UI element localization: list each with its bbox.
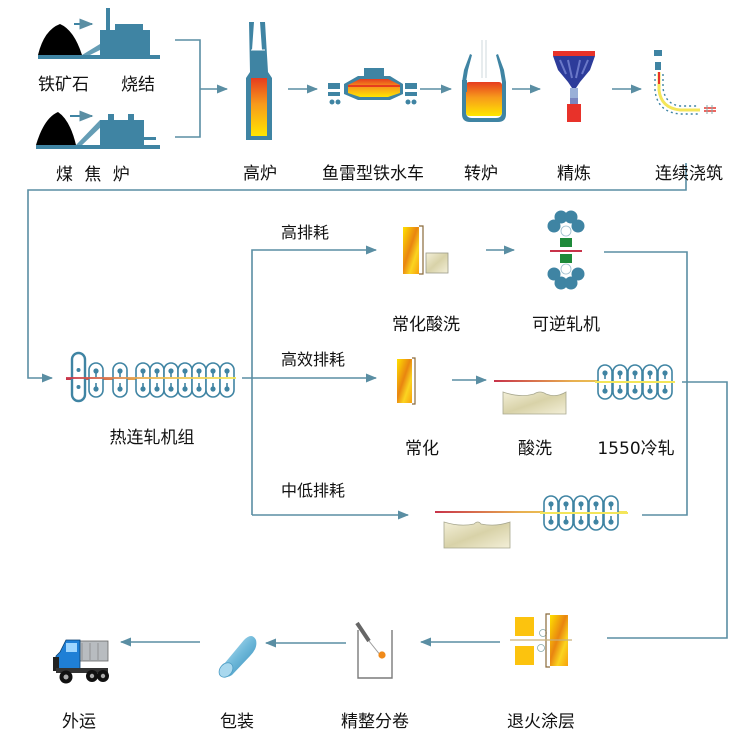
normalizing-icon [393, 357, 441, 405]
label-normalizing-pickling: 常化酸洗 [392, 315, 460, 335]
flow-return-line [27, 163, 687, 383]
label-torpedo-car: 鱼雷型铁水车 [322, 164, 424, 184]
continuous-casting-icon [654, 50, 716, 115]
torpedo-car-icon [328, 68, 417, 105]
reversing-mill-icon [547, 210, 585, 290]
pickling-tandem-mill-icon [435, 495, 628, 549]
flow-arrow-high [251, 245, 378, 515]
refining-vessel-icon [553, 51, 595, 122]
iron-ore-sintering-icon [38, 8, 160, 59]
label-annealing-coating: 退火涂层 [507, 712, 575, 732]
normalizing-pickling-icon [398, 225, 452, 275]
label-blast-furnace: 高炉 [243, 164, 277, 184]
label-shipping: 外运 [62, 712, 96, 732]
flow-line-to-annealing [607, 381, 728, 639]
label-finishing-slitting: 精整分卷 [341, 712, 409, 732]
branch-label-high-efficiency: 高效排耗 [281, 350, 346, 369]
label-sintering: 烧结 [121, 75, 155, 95]
converter-icon [462, 40, 506, 122]
label-continuous-casting: 连续浇筑 [655, 164, 723, 184]
annealing-coating-icon [510, 613, 572, 668]
packaged-coil-icon [218, 636, 257, 678]
pickling-coldmill-icon [494, 364, 675, 415]
branch-label-high: 高排耗 [281, 223, 330, 242]
label-normalizing: 常化 [405, 439, 439, 459]
label-packaging: 包装 [220, 712, 254, 732]
label-refining: 精炼 [557, 164, 591, 184]
dump-truck-icon [53, 639, 109, 684]
label-pickling: 酸洗 [518, 439, 552, 459]
coal-coke-oven-icon [36, 110, 160, 149]
finishing-slitting-icon [355, 621, 393, 679]
blast-furnace-icon [246, 22, 272, 140]
label-coke-oven: 煤 焦 炉 [56, 165, 130, 185]
hot-rolling-mill-icon [66, 351, 236, 403]
label-converter: 转炉 [464, 164, 498, 184]
branch-label-mid-low: 中低排耗 [281, 481, 346, 500]
label-hot-rolling-mill: 热连轧机组 [109, 428, 195, 448]
label-1550-cold-rolling: 1550冷轧 [597, 439, 675, 459]
flow-line [604, 251, 688, 516]
label-reversing-mill: 可逆轧机 [532, 315, 600, 335]
label-iron-ore: 铁矿石 [38, 75, 89, 95]
